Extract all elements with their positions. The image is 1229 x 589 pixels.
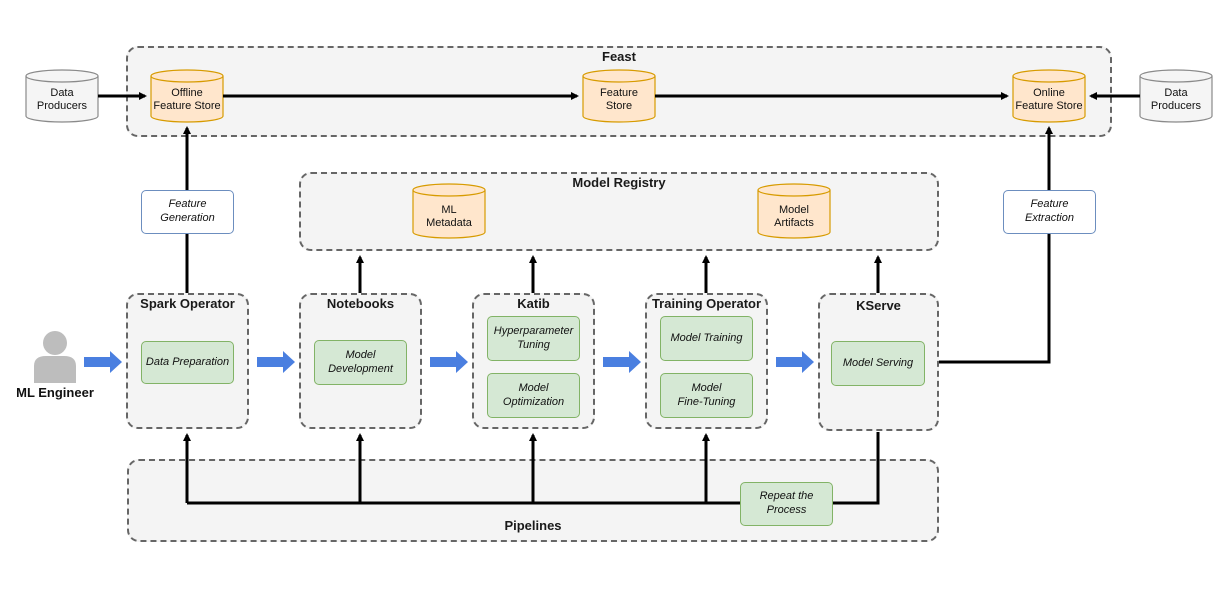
pipelines-bus-line [187, 432, 880, 505]
engineer-to-spark-arrow [84, 351, 122, 373]
katib-to-training-arrow [603, 351, 641, 373]
ml-engineer-person-icon [34, 331, 76, 383]
online-feature-store-label: Online Feature Store [1015, 87, 1083, 113]
ml-engineer-label: ML Engineer [16, 385, 94, 400]
model-artifacts-label: Model Artifacts [774, 204, 814, 230]
spark-to-notebooks-arrow [257, 351, 295, 373]
model-training-step: Model Training [660, 316, 753, 361]
repeat-the-process-box: Repeat the Process [740, 482, 833, 526]
hyperparameter-tuning-step: Hyperparameter Tuning [487, 316, 580, 361]
katib-title: Katib [517, 296, 550, 311]
feature-generation-box: Feature Generation [141, 190, 234, 234]
data-producers-left-label: Data Producers [36, 87, 88, 113]
pipelines-title: Pipelines [504, 518, 562, 533]
model-registry-group: Model Registry [299, 172, 939, 251]
model-serving-step: Model Serving [831, 341, 925, 386]
training-to-kserve-arrow [776, 351, 814, 373]
feature-store-cylinder [582, 69, 656, 123]
model-registry-title: Model Registry [572, 175, 666, 190]
ml-metadata-label: ML Metadata [426, 204, 472, 230]
training-operator-title: Training Operator [651, 296, 762, 311]
notebooks-to-katib-arrow [430, 351, 468, 373]
data-producers-right-label: Data Producers [1150, 87, 1202, 113]
feast-title: Feast [602, 49, 636, 64]
ml-metadata-cylinder [412, 183, 486, 239]
data-producers-right-cylinder [1139, 69, 1213, 123]
offline-feature-store-cylinder [150, 69, 224, 123]
model-artifacts-cylinder [757, 183, 831, 239]
kserve-to-online-arrow [939, 126, 1053, 364]
model-development-step: Model Development [314, 340, 407, 385]
online-feature-store-cylinder [1012, 69, 1086, 123]
spark-operator-title: Spark Operator [140, 296, 235, 311]
notebooks-title: Notebooks [326, 296, 395, 311]
kserve-title: KServe [856, 298, 901, 313]
model-optimization-step: Model Optimization [487, 373, 580, 418]
offline-feature-store-label: Offline Feature Store [153, 87, 221, 113]
data-producers-left-cylinder [25, 69, 99, 123]
model-fine-tuning-step: Model Fine-Tuning [660, 373, 753, 418]
data-preparation-step: Data Preparation [141, 341, 234, 384]
feature-store-label: Feature Store [600, 87, 638, 113]
feature-extraction-box: Feature Extraction [1003, 190, 1096, 234]
